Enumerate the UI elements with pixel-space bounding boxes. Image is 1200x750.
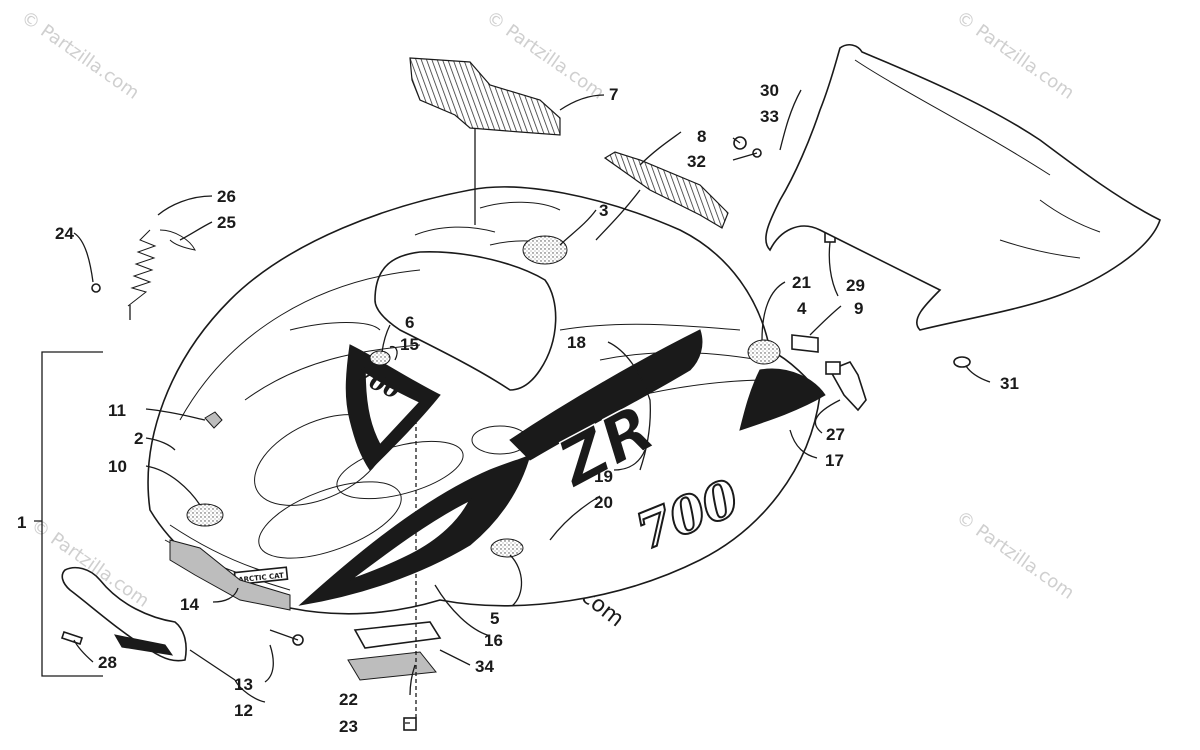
- assembly-bracket: [34, 351, 103, 677]
- hood-intake-inner: [258, 481, 402, 559]
- callout-3: 3: [599, 201, 608, 220]
- callout-24: 24: [55, 224, 74, 243]
- part-3-stipple-decal: [522, 235, 568, 265]
- callout-10: 10: [108, 457, 127, 476]
- callout-29: 29: [846, 276, 865, 295]
- hood-shell: [147, 186, 821, 615]
- callout-31: 31: [1000, 374, 1019, 393]
- callout-labels: 1 2 3 4 5 6 7 8 9 10 11 12 13 14 15 16 1…: [17, 81, 1019, 736]
- part-7-top-decal: [409, 57, 561, 136]
- callout-6: 6: [405, 313, 414, 332]
- callout-1: 1: [17, 513, 26, 532]
- callout-15: 15: [400, 335, 419, 354]
- part-8-trim-strip: [603, 151, 729, 229]
- callout-20: 20: [594, 493, 613, 512]
- callout-5: 5: [490, 609, 499, 628]
- callout-27: 27: [826, 425, 845, 444]
- side-panel-graphic-lower: [298, 453, 531, 606]
- callout-19: 19: [594, 467, 613, 486]
- part-4-stipple-decal: [747, 339, 781, 365]
- part-28-screw: [60, 630, 84, 646]
- part-31-washer: [953, 356, 971, 368]
- part-22-plate: [347, 651, 437, 681]
- callout-9: 9: [854, 299, 863, 318]
- part-34-plate: [353, 621, 442, 649]
- hood-flame-inner: [364, 370, 422, 447]
- callout-32: 32: [687, 152, 706, 171]
- callout-18: 18: [567, 333, 586, 352]
- callout-14: 14: [180, 595, 199, 614]
- callout-13: 13: [234, 675, 253, 694]
- part-10-stipple-decal: [186, 503, 224, 527]
- side-panel-graphic-upper: [509, 329, 703, 461]
- part-30-windshield: [765, 43, 1161, 331]
- callout-22: 22: [339, 690, 358, 709]
- hood-windshield-opening: [374, 251, 557, 391]
- callout-23: 23: [339, 717, 358, 736]
- watermark-bottom-right: © Partzilla.com: [952, 507, 1078, 604]
- side-panel-band: [739, 368, 826, 431]
- part-23-nut: [403, 717, 417, 731]
- hood-contour-lines: [179, 269, 771, 421]
- decal-parts: [60, 57, 971, 731]
- watermark-top-right: © Partzilla.com: [952, 7, 1078, 104]
- windshield-contour: [854, 59, 1101, 259]
- callout-21: 21: [792, 273, 811, 292]
- callout-26: 26: [217, 187, 236, 206]
- callout-34: 34: [475, 657, 494, 676]
- part-24-screw: [91, 283, 101, 293]
- part-12-trim-dark: [114, 634, 174, 656]
- watermark-top-left: © Partzilla.com: [17, 7, 143, 104]
- callout-33: 33: [760, 107, 779, 126]
- part-27-bracket-top: [825, 361, 841, 375]
- callout-25: 25: [217, 213, 236, 232]
- hood-assembly: 700 ZR 700 ARCTIC CAT: [147, 186, 826, 615]
- callout-28: 28: [98, 653, 117, 672]
- part-6-stipple-decal: [369, 350, 391, 366]
- part-25-clip: [159, 229, 196, 251]
- callout-7: 7: [609, 85, 618, 104]
- side-panel-graphic-cutout: [349, 498, 472, 581]
- part-9-plate: [791, 334, 819, 353]
- callout-12: 12: [234, 701, 253, 720]
- callout-17: 17: [825, 451, 844, 470]
- callout-11: 11: [108, 401, 126, 420]
- callout-30: 30: [760, 81, 779, 100]
- part-26-spring: [127, 229, 157, 307]
- hood-lower-grille: [169, 539, 291, 611]
- part-12-lower-trim: [61, 566, 187, 662]
- callout-16: 16: [484, 631, 503, 650]
- part-11-emblem: [204, 411, 223, 429]
- part-5-stipple-decal: [490, 538, 524, 558]
- leader-lines: [73, 89, 991, 724]
- callout-8: 8: [697, 127, 706, 146]
- callout-2: 2: [134, 429, 143, 448]
- callout-4: 4: [797, 299, 807, 318]
